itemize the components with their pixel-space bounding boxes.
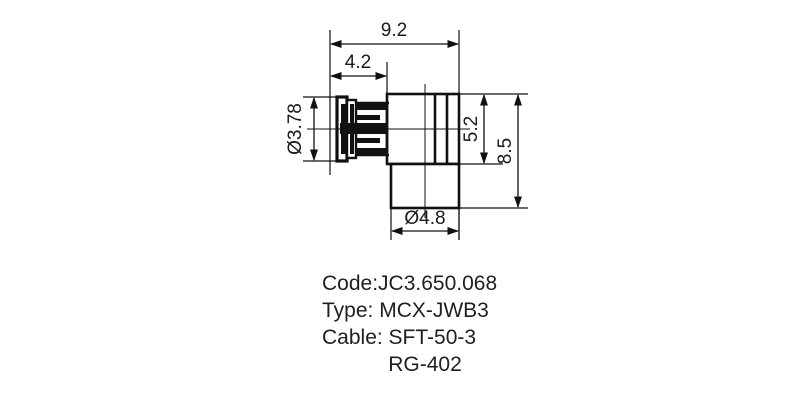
dimension-label-overall-height: 8.5	[495, 138, 516, 164]
crimp-rib-lower	[356, 148, 386, 154]
crimp-rib-upper	[356, 104, 386, 110]
caption-line-cable-alt: RG-402	[388, 353, 462, 376]
dimension-label-body-diameter: Ø4.8	[404, 208, 445, 229]
dimension-label-pin-diameter: Ø3.78	[285, 103, 306, 155]
dimension-lines-group	[310, 40, 522, 235]
dimension-label-body-upper-height: 5.2	[461, 116, 482, 142]
caption-block: Code:JC3.650.068 Type: MCX-JWB3 Cable: S…	[322, 272, 497, 376]
dimension-label-flange-to-body: 4.2	[345, 52, 371, 73]
dimension-label-overall-length: 9.2	[381, 20, 407, 41]
caption-line-type: Type: MCX-JWB3	[322, 299, 489, 322]
crimp-groove-upper	[356, 115, 380, 120]
dimension-labels-group: 9.2 4.2 Ø3.78 5.2 8.5 Ø4.8	[285, 20, 516, 229]
connector-geometry-group	[307, 84, 470, 218]
caption-line-code: Code:JC3.650.068	[322, 272, 497, 295]
caption-line-cable: Cable: SFT-50-3	[322, 326, 476, 349]
crimp-groove-lower	[356, 138, 380, 143]
